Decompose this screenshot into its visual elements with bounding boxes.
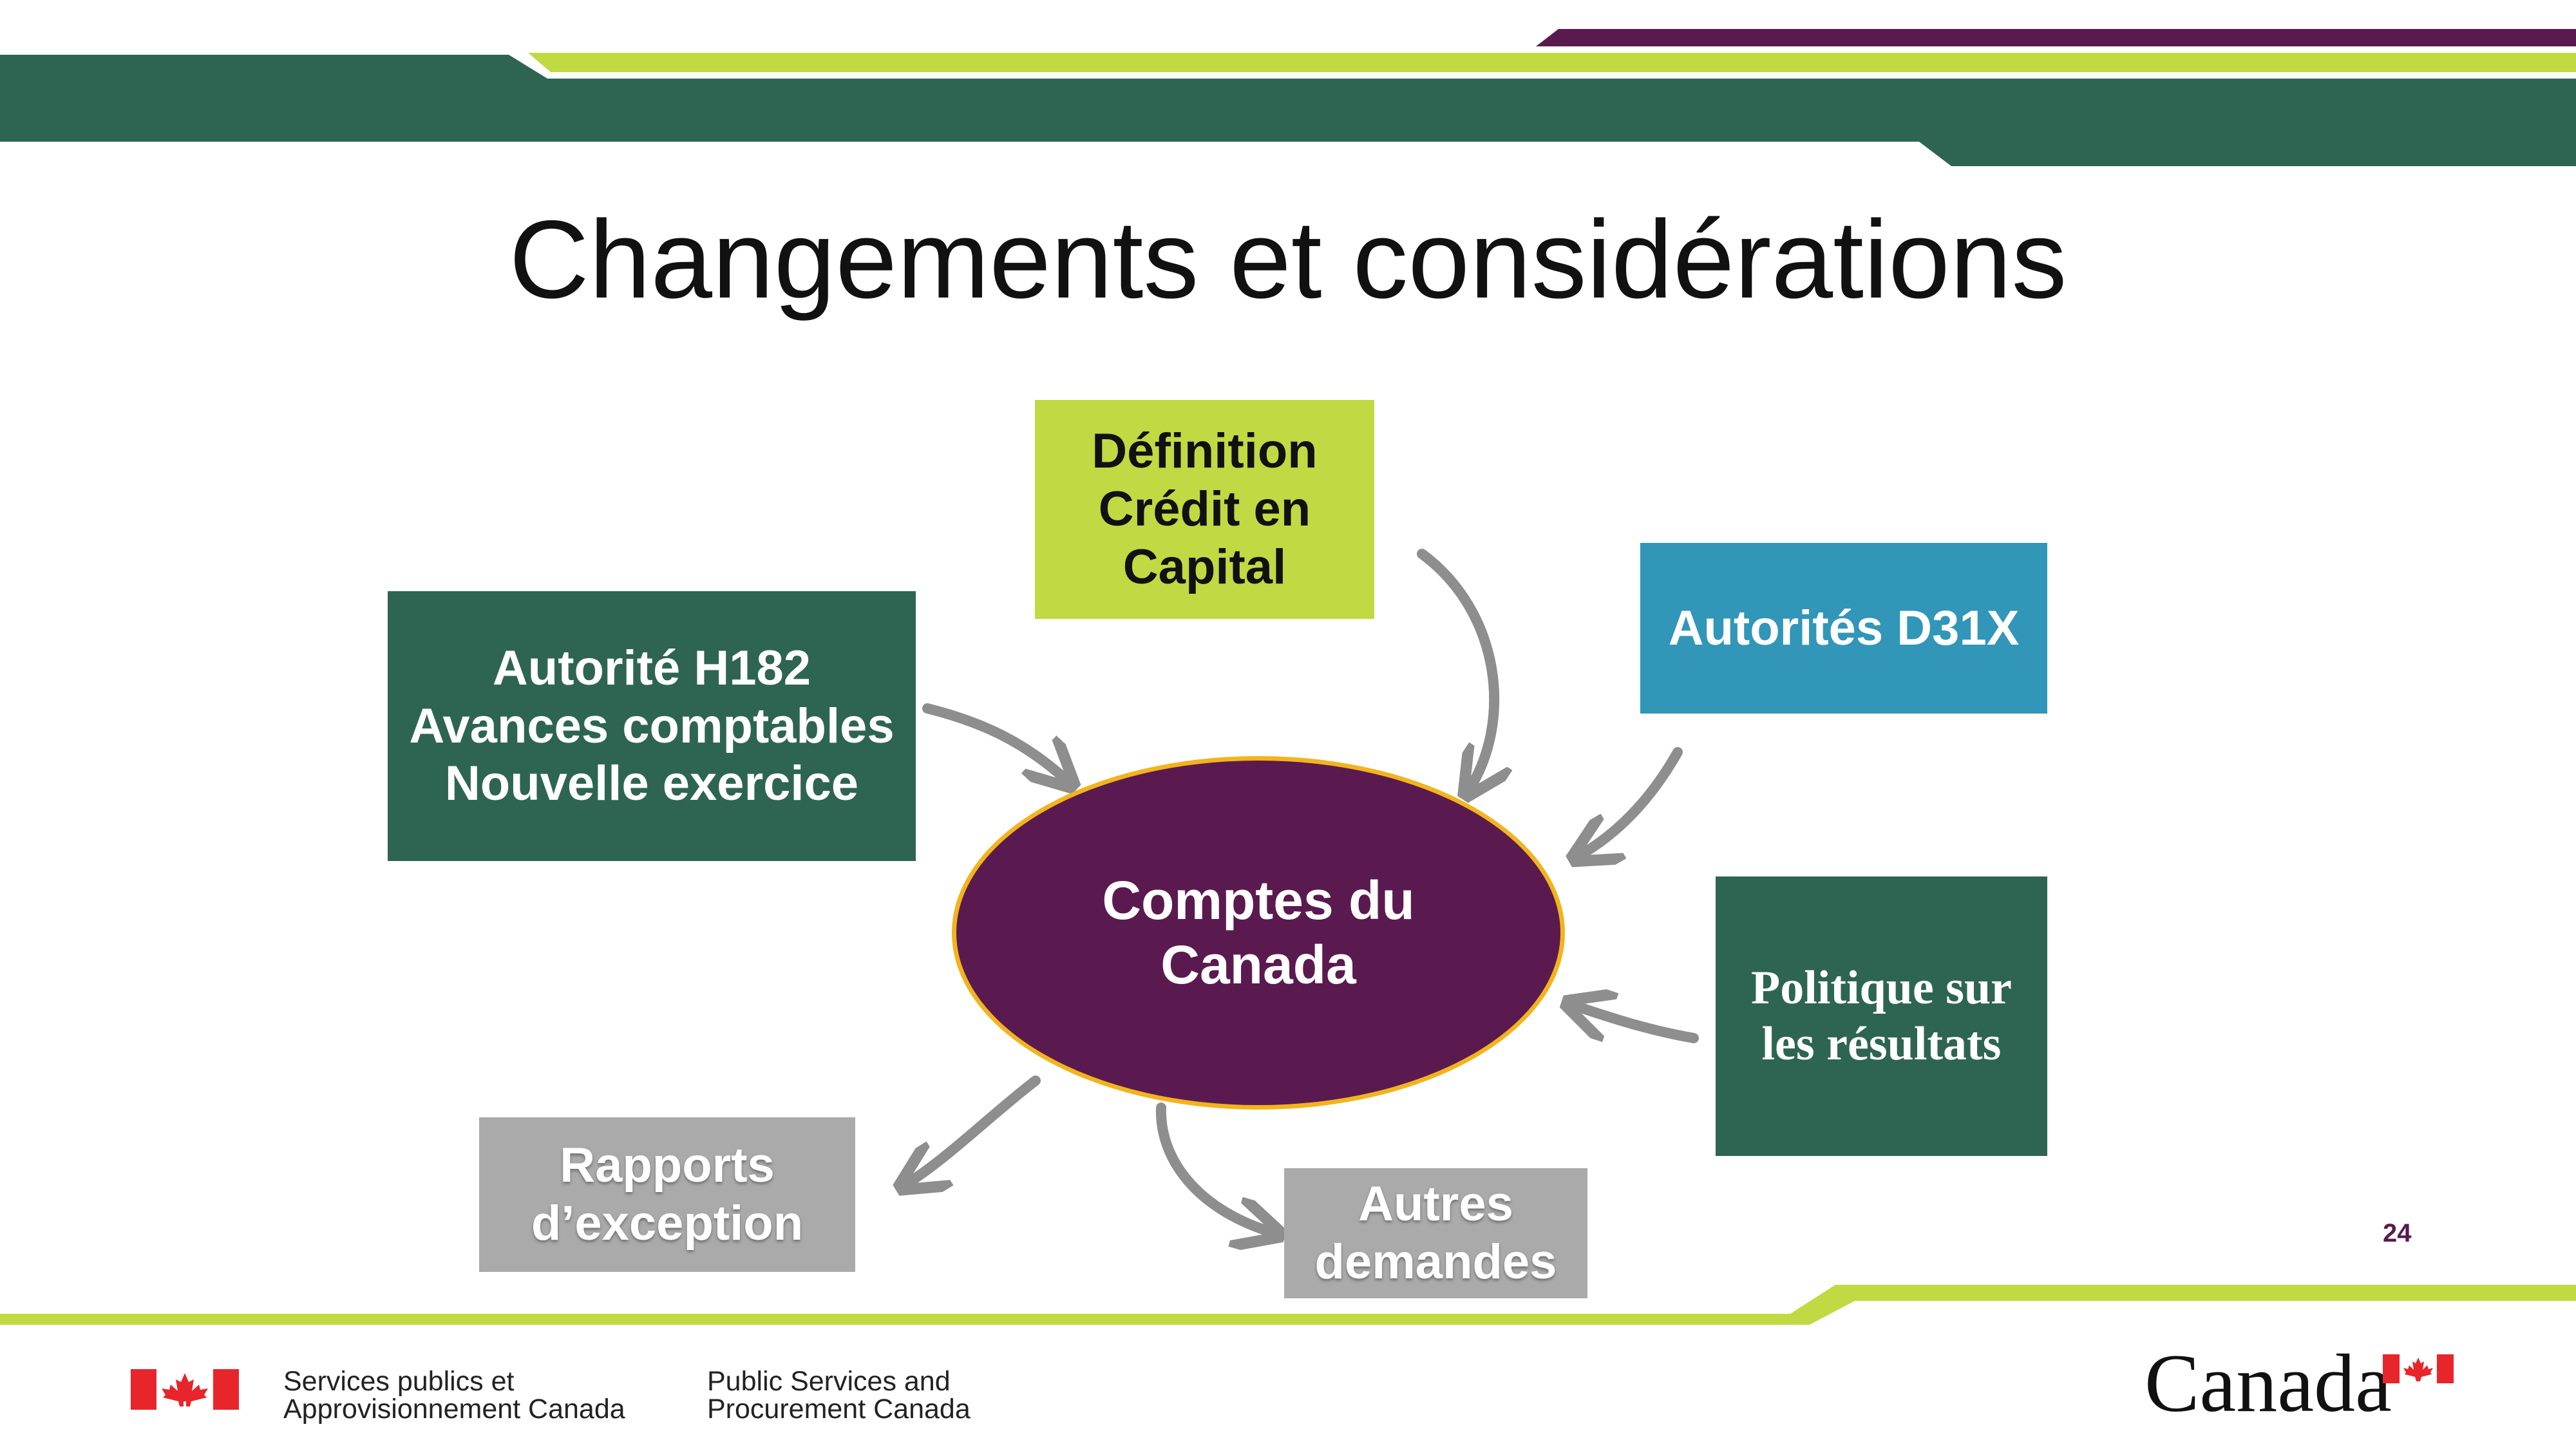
node-autorite-h182-label: Autorité H182 Avances comptables Nouvell… <box>409 640 895 811</box>
arrow-from-autorite-h182 <box>922 703 1069 782</box>
canada-wordmark: Canada <box>2145 1338 2392 1429</box>
node-politique: Politique sur les résultats <box>1716 876 2047 1156</box>
node-rapports: Rapports d’exception <box>479 1117 855 1272</box>
node-autorite-h182: Autorité H182 Avances comptables Nouvell… <box>388 591 916 861</box>
node-definition: Définition Crédit en Capital <box>1035 400 1374 619</box>
dept-en-line2: Procurement Canada <box>707 1394 971 1425</box>
dept-fr-line1: Services publics et <box>283 1366 515 1397</box>
node-rapports-label: Rapports d’exception <box>531 1138 804 1251</box>
top-banner <box>0 29 2576 166</box>
arrow-from-politique <box>1571 1005 1699 1043</box>
dept-name-fr: Services publics et Approvisionnement Ca… <box>283 1368 625 1423</box>
arrow-to-autres <box>1155 1103 1275 1233</box>
canada-flag-icon <box>131 1369 239 1410</box>
banner-lime-stripe <box>528 53 2576 72</box>
node-autres: Autres demandes <box>1284 1168 1587 1298</box>
banner-purple-stripe <box>1536 29 2576 46</box>
node-politique-label: Politique sur les résultats <box>1751 961 2012 1070</box>
page-number: 24 <box>2383 1219 2412 1247</box>
center-comptes-du-canada: Comptes du Canada <box>952 756 1565 1110</box>
node-autres-label: Autres demandes <box>1314 1177 1557 1289</box>
node-autorites-d31x-label: Autorités D31X <box>1668 600 2020 656</box>
dept-fr-line2: Approvisionnement Canada <box>283 1394 625 1425</box>
arrow-from-definition <box>1417 549 1494 791</box>
bottom-lime-band <box>0 1285 2576 1325</box>
dept-name-en: Public Services and Procurement Canada <box>707 1368 971 1423</box>
dept-en-line1: Public Services and <box>707 1366 951 1397</box>
banner-green-band <box>0 55 2576 166</box>
node-autorites-d31x: Autorités D31X <box>1640 543 2047 714</box>
center-label: Comptes du Canada <box>1102 870 1415 995</box>
arrow-from-autorites-d31x <box>1578 747 1683 857</box>
node-definition-label: Définition Crédit en Capital <box>1092 424 1318 594</box>
slide-title: Changements et considérations <box>509 198 2067 321</box>
wordmark-flag-icon <box>2383 1354 2454 1383</box>
arrow-to-rapports <box>905 1075 1041 1185</box>
bottom-band <box>0 1285 2576 1325</box>
